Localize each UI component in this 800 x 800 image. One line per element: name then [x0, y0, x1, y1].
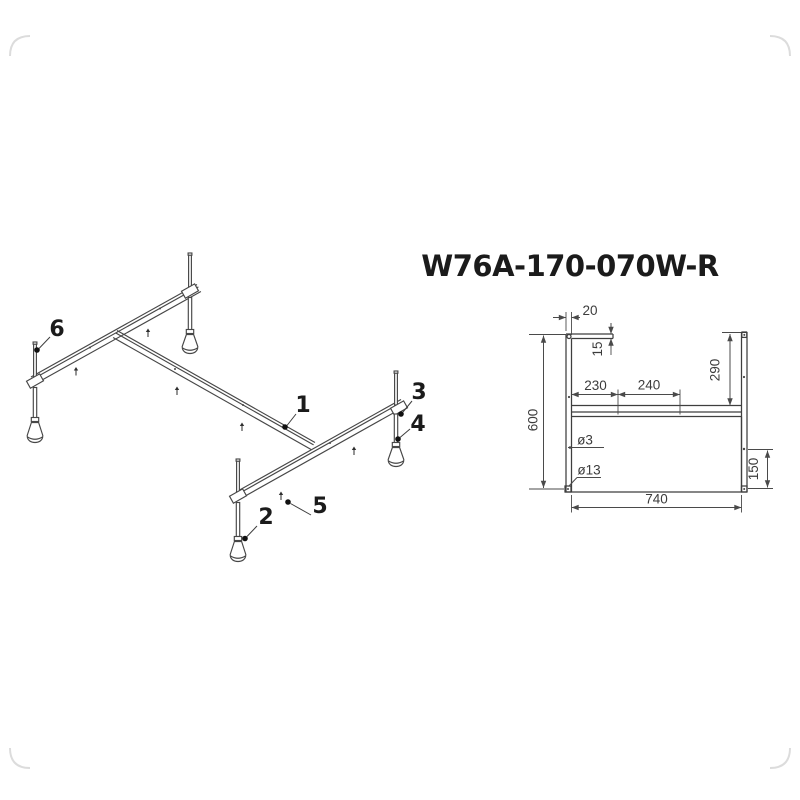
screw-glyph: [278, 491, 284, 500]
leg-assembly-bottom: [228, 458, 248, 563]
callout-label-2: 2: [258, 505, 273, 530]
hole-bottom-left: [564, 485, 572, 493]
callout-label-4: 4: [410, 412, 425, 437]
screw-glyph: [73, 367, 79, 376]
lower-right-rail: [235, 398, 406, 500]
leg-assembly-left: [25, 341, 45, 444]
svg-text:290: 290: [708, 359, 723, 382]
leg: [32, 386, 38, 419]
locknut: [233, 535, 243, 542]
callout-6: 6: [34, 317, 65, 353]
dimension-240: 240: [618, 378, 681, 415]
hole-callout-small: ø3: [568, 433, 604, 449]
svg-text:740: 740: [645, 492, 668, 507]
bracket: [389, 400, 409, 416]
foot: [229, 540, 247, 563]
locknut: [185, 328, 195, 335]
callout-5: 5: [285, 494, 328, 519]
dimension-600: 600: [526, 334, 566, 490]
callout-label-5: 5: [312, 494, 327, 519]
isometric-view: 6 1 3 4 5 2: [25, 252, 427, 563]
rail-hole-dots: [89, 307, 331, 444]
svg-text:240: 240: [638, 378, 661, 393]
leg-assembly-right: [387, 370, 409, 468]
svg-text:600: 600: [526, 409, 541, 432]
upper-left-rail: [30, 283, 202, 385]
hole-top-left: [566, 333, 572, 340]
screw-glyph: [239, 422, 245, 431]
callout-label-3: 3: [411, 380, 426, 405]
callout-4: 4: [395, 412, 426, 442]
bracket: [228, 488, 248, 504]
leg: [235, 501, 241, 538]
dimension-view: 20 15 230 240 290: [526, 303, 773, 513]
main-cross-bar: [112, 329, 316, 451]
dimension-20: 20: [553, 303, 598, 335]
locknut: [391, 441, 401, 448]
svg-text:230: 230: [584, 378, 607, 393]
callout-2: 2: [242, 505, 274, 542]
leg: [187, 296, 193, 331]
locknut: [30, 416, 40, 423]
dimension-290: 290: [708, 332, 741, 406]
svg-text:20: 20: [582, 303, 597, 318]
image-frame-corners: [9, 35, 791, 769]
foot: [387, 446, 405, 468]
svg-text:ø13: ø13: [577, 463, 600, 478]
dimension-15: 15: [590, 323, 614, 357]
dimension-230: 230: [571, 378, 619, 415]
svg-text:ø3: ø3: [577, 433, 593, 448]
mounting-screws: [73, 328, 357, 500]
part-number-title: W76A-170-070W-R: [421, 249, 719, 283]
callout-label-6: 6: [49, 317, 64, 342]
foot: [181, 333, 199, 355]
dimension-150: 150: [746, 449, 773, 489]
callout-1: 1: [282, 393, 311, 430]
frame-outline: [564, 331, 748, 493]
bracket: [180, 283, 200, 299]
svg-text:150: 150: [746, 458, 761, 481]
hole-top-right: [741, 331, 748, 339]
leg-assembly-top: [180, 252, 200, 355]
bracket: [25, 373, 45, 389]
svg-text:15: 15: [590, 341, 605, 356]
foot: [26, 421, 44, 444]
dimension-740: 740: [571, 492, 742, 513]
callout-label-1: 1: [295, 393, 310, 418]
screw-glyph: [174, 386, 180, 395]
hole-bottom-right: [740, 485, 748, 493]
hole-callout-large: ø13: [568, 463, 601, 487]
screw-glyph: [145, 328, 151, 337]
screw-glyph: [351, 446, 357, 455]
callout-3: 3: [398, 380, 427, 417]
